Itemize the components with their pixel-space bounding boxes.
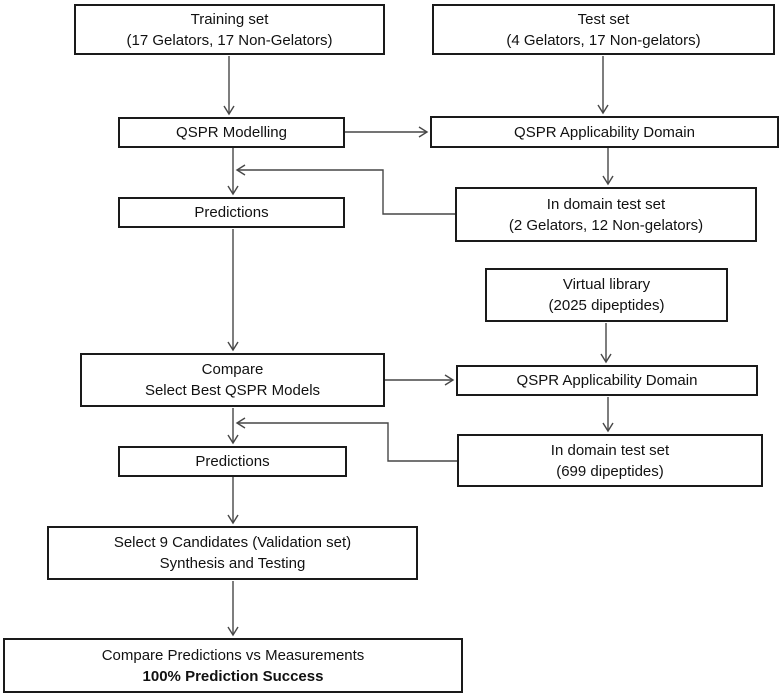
box-select-candidates: Select 9 Candidates (Validation set) Syn… bbox=[47, 526, 418, 580]
box-label: QSPR Applicability Domain bbox=[516, 372, 698, 389]
box-label: Predictions bbox=[195, 453, 270, 470]
box-label-bold: 100% Prediction Success bbox=[142, 667, 324, 685]
box-qspr-applicability-domain-2: QSPR Applicability Domain bbox=[456, 365, 758, 396]
box-label: (699 dipeptides) bbox=[556, 462, 664, 480]
arrow-indomain1-feedback bbox=[235, 164, 455, 215]
box-in-domain-test-set-1: In domain test set (2 Gelators, 12 Non-g… bbox=[455, 187, 757, 242]
box-label: In domain test set bbox=[546, 195, 666, 213]
box-label: (2 Gelators, 12 Non-gelators) bbox=[508, 216, 704, 234]
box-label: (2025 dipeptides) bbox=[548, 297, 665, 314]
box-compare-select-best-models: Compare Select Best QSPR Models bbox=[80, 353, 385, 407]
box-label: Synthesis and Testing bbox=[159, 555, 306, 572]
box-label: QSPR Applicability Domain bbox=[514, 123, 695, 141]
box-label: (4 Gelators, 17 Non-gelators) bbox=[506, 31, 701, 49]
box-label: QSPR Modelling bbox=[176, 124, 287, 141]
box-test-set: Test set (4 Gelators, 17 Non-gelators) bbox=[432, 4, 775, 55]
box-label: Select 9 Candidates (Validation set) bbox=[113, 534, 352, 551]
arrow-indomain2-feedback bbox=[235, 417, 457, 462]
box-in-domain-test-set-2: In domain test set (699 dipeptides) bbox=[457, 434, 763, 487]
box-label: Compare Predictions vs Measurements bbox=[101, 646, 365, 664]
box-label: Virtual library bbox=[562, 276, 651, 293]
box-predictions-1: Predictions bbox=[118, 197, 345, 228]
box-label: Training set bbox=[190, 10, 269, 28]
box-training-set: Training set (17 Gelators, 17 Non-Gelato… bbox=[74, 4, 385, 55]
box-qspr-applicability-domain-1: QSPR Applicability Domain bbox=[430, 116, 779, 148]
box-label: (17 Gelators, 17 Non-Gelators) bbox=[126, 31, 333, 49]
box-label: Compare bbox=[201, 361, 264, 378]
box-predictions-2: Predictions bbox=[118, 446, 347, 477]
box-compare-predictions-vs-measurements: Compare Predictions vs Measurements 100%… bbox=[3, 638, 463, 693]
box-virtual-library: Virtual library (2025 dipeptides) bbox=[485, 268, 728, 322]
box-label: Select Best QSPR Models bbox=[144, 382, 321, 399]
box-label: Test set bbox=[577, 10, 630, 28]
box-label: Predictions bbox=[194, 204, 269, 221]
box-label: In domain test set bbox=[550, 441, 670, 459]
box-qspr-modelling: QSPR Modelling bbox=[118, 117, 345, 148]
